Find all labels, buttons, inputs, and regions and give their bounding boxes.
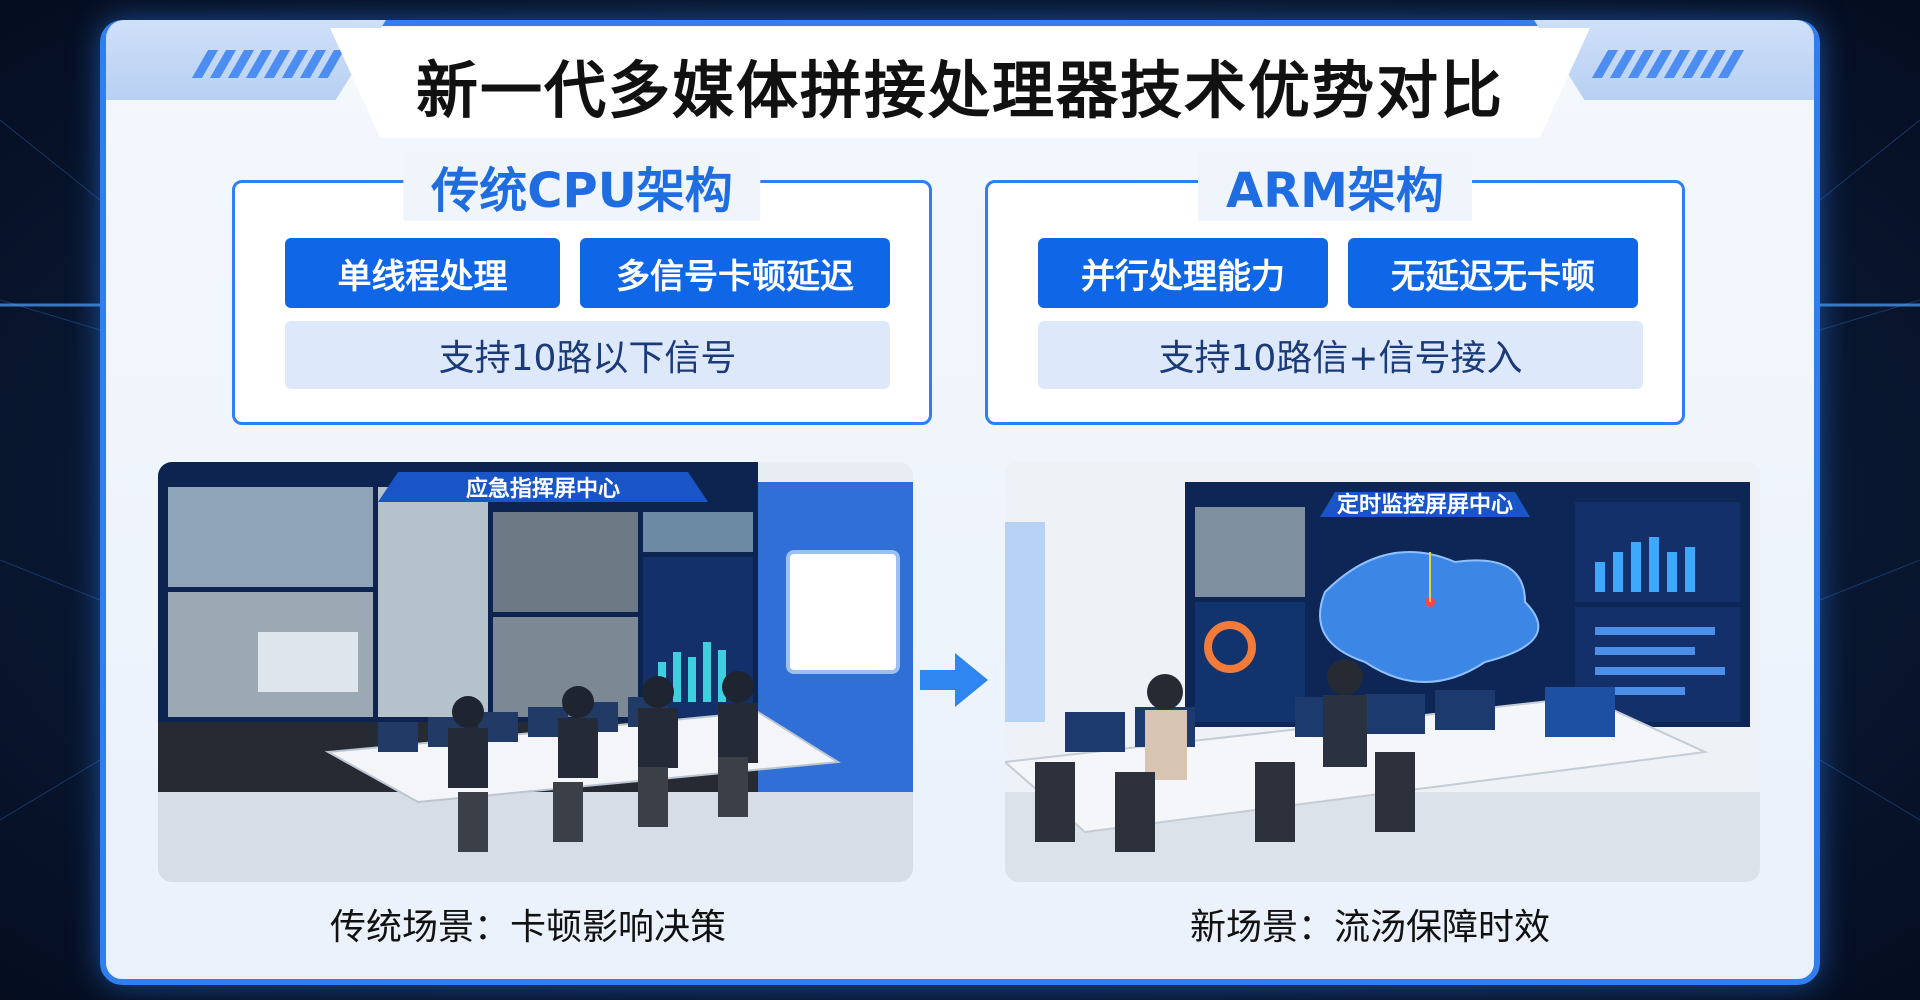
arm-card-title: ARM架构: [1198, 151, 1472, 221]
arm-chip-parallel: 并行处理能力: [1038, 238, 1328, 308]
traditional-scene-image: 应急指挥屏中心: [158, 462, 913, 882]
title-tab: [330, 28, 1590, 138]
cpu-architecture-card: 传统CPU架构 单线程处理 多信号卡顿延迟 支持10路以下信号: [232, 151, 932, 425]
arm-architecture-card: ARM架构 并行处理能力 无延迟无卡顿 支持10路信+信号接入: [985, 151, 1685, 425]
page-title: 新一代多媒体拼接处理器技术优势对比: [415, 54, 1504, 127]
right-wall-title: 定时监控屏屏中心: [1337, 492, 1513, 518]
cpu-chip-single-thread: 单线程处理: [285, 238, 560, 308]
arm-chip-signal-support: 支持10路信+信号接入: [1038, 321, 1643, 389]
arm-chip-no-lag: 无延迟无卡顿: [1348, 238, 1638, 308]
left-wall-title: 应急指挥屏中心: [466, 476, 620, 502]
cpu-chip-signal-support: 支持10路以下信号: [285, 321, 890, 389]
new-scene-image: 定时监控屏屏中心: [1005, 462, 1760, 882]
stripe-decoration-right: [1591, 50, 1745, 78]
arrow-right-icon: [920, 645, 990, 715]
traditional-scene-caption: 传统场景：卡顿影响决策: [330, 907, 727, 948]
cpu-card-title: 传统CPU架构: [403, 151, 761, 221]
new-scene-caption: 新场景：流汤保障时效: [1190, 907, 1551, 948]
cpu-chip-lag: 多信号卡顿延迟: [580, 238, 890, 308]
stripe-decoration-left: [191, 50, 345, 78]
